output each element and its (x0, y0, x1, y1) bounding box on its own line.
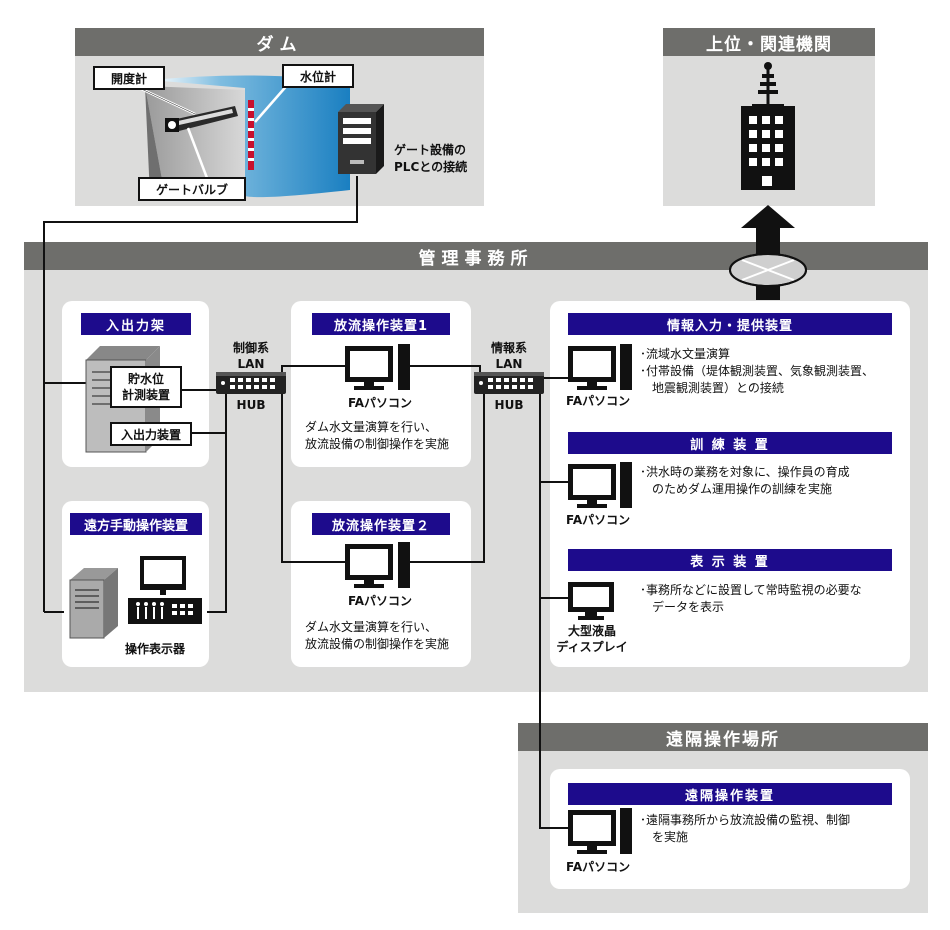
info-hub-icon (474, 372, 544, 394)
info-hub-line1: 情報系 (490, 341, 527, 355)
dam-pointer-outline (134, 85, 196, 115)
water-level-label: 水位計 (282, 64, 354, 88)
storage-line2: 計測装置 (121, 388, 170, 402)
control-hub-line3: HUB (236, 398, 266, 412)
connection-lines (43, 176, 568, 829)
discharge1-pc-label: FAパソコン (347, 396, 413, 410)
remote-line2: を実施 (652, 830, 689, 844)
display-pc-line2: ディスプレイ (556, 640, 628, 654)
info-line2: ･付帯設備（堤体観測装置、気象観測装置、 (640, 364, 875, 378)
training-tag: 訓 練 装 置 (568, 432, 892, 454)
discharge2-pc-label: FAパソコン (347, 594, 413, 608)
dam-header: ダム (75, 28, 484, 56)
discharge2-desc1: ダム水文量演算を行い、 (305, 620, 438, 634)
info-hub-line2: LAN (495, 357, 523, 371)
operation-console-icon (128, 598, 202, 624)
remote-pc-label: FAパソコン (566, 860, 631, 874)
remote-header: 遠隔操作場所 (518, 723, 928, 751)
plc-label-line2: PLCとの接続 (394, 160, 468, 174)
discharge1-desc1: ダム水文量演算を行い、 (305, 420, 438, 434)
training-pc-label: FAパソコン (566, 513, 631, 527)
info-pc-icon (568, 344, 632, 390)
io-rack-tag: 入出力架 (81, 313, 191, 335)
remote-manual-tag: 遠方手動操作装置 (70, 513, 202, 535)
training-line2: のためダム運用操作の訓練を実施 (652, 482, 833, 496)
control-hub-line2: LAN (237, 357, 265, 371)
uplink-arrow-icon (741, 205, 795, 300)
plc-label-line1: ゲート設備の (394, 143, 467, 157)
discharge2-pc-icon (345, 542, 410, 588)
info-hub-label-top: 情報系 LAN (484, 340, 534, 372)
plc-server-icon (338, 104, 384, 174)
gauge-label: 開度計 (93, 66, 165, 90)
remote-pc-icon (568, 808, 632, 854)
display-pc-line1: 大型液晶 (567, 624, 616, 638)
training-pc-icon (568, 462, 632, 508)
remote-device-tag: 遠隔操作装置 (568, 783, 892, 805)
display-line1: ･事務所などに設置して常時監視の必要な (640, 583, 862, 597)
discharge2-desc2: 放流設備の制御操作を実施 (305, 637, 450, 651)
remote-manual-monitor-icon (140, 556, 186, 595)
upper-header: 上位・関連機関 (663, 28, 875, 56)
info-provide-tag: 情報入力・提供装置 (568, 313, 892, 335)
large-display-icon (568, 582, 614, 620)
storage-level-device: 貯水位 計測装置 (110, 366, 182, 408)
discharge1-tag: 放流操作装置1 (312, 313, 450, 335)
discharge2-tag: 放流操作装置２ (312, 513, 450, 535)
info-line1: ･流域水文量演算 (640, 347, 731, 361)
control-hub-icon (216, 372, 286, 394)
water-level-gauge-icon (248, 100, 254, 170)
remote-manual-server-icon (69, 568, 118, 639)
control-hub-line1: 制御系 (232, 341, 269, 355)
control-hub-label-top: 制御系 LAN (226, 340, 276, 372)
info-pc-label: FAパソコン (566, 394, 631, 408)
info-line3: 地震観測装置）との接続 (652, 381, 784, 395)
console-label: 操作表示器 (125, 642, 186, 656)
display-tag: 表 示 装 置 (568, 549, 892, 571)
network-cloud-icon (729, 253, 807, 287)
display-line2: データを表示 (652, 600, 725, 614)
discharge1-pc-icon (345, 344, 410, 390)
valve-label: ゲートバルブ (138, 177, 246, 201)
info-hub-line3: HUB (494, 398, 524, 412)
storage-line1: 貯水位 (127, 372, 164, 386)
discharge1-desc2: 放流設備の制御操作を実施 (305, 437, 450, 451)
training-line1: ･洪水時の業務を対象に、操作員の育成 (640, 465, 850, 479)
remote-line1: ･遠隔事務所から放流設備の監視、制御 (640, 813, 851, 827)
io-device: 入出力装置 (110, 422, 192, 446)
gate-valve-pipe-icon (165, 106, 238, 132)
building-antenna-icon (741, 62, 795, 190)
